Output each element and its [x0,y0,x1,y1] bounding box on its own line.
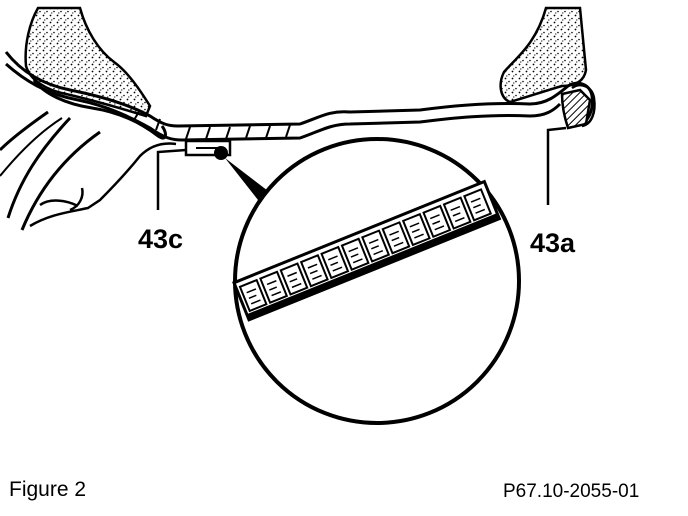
left-rim-flange [32,79,167,140]
weight-segment [463,188,493,222]
leader-43c [156,148,187,210]
figure-reference: P67.10-2055-01 [503,481,640,502]
weight-segment [279,262,309,296]
segment-marking [287,271,302,289]
weight-segment [401,212,431,247]
segment-marking [266,280,282,297]
rim-profile-inner [5,62,562,142]
label-43a: 43a [530,228,576,258]
weight-segment [320,245,350,280]
segment-marking [327,255,343,272]
weight-segment [442,196,472,230]
weight-segment [381,221,411,255]
weight-segment [340,237,370,272]
segment-marking [368,238,384,256]
right-tire-bead [499,6,588,104]
segment-marking [307,263,322,280]
segment-marking [246,288,261,305]
segment-marking [429,214,445,231]
adhesive-weight-strip [232,179,502,322]
weight-43a-shape [560,88,592,130]
segment-marking [470,197,486,214]
weight-segment [299,254,329,288]
figure-caption: Figure 2 [9,478,87,501]
segment-marking [409,222,424,239]
segment-marking [348,247,363,264]
wheel-disc [0,110,101,231]
weight-segment [259,270,289,304]
segment-marking [450,205,465,223]
weight-segment [422,204,452,239]
left-tire-bead [24,6,152,118]
weight-segment [361,229,391,263]
segment-marking [389,230,404,247]
detail-callout-pointer [225,158,272,205]
leader-43a [546,126,567,205]
weight-segment [238,278,268,313]
label-43c: 43c [138,224,184,254]
